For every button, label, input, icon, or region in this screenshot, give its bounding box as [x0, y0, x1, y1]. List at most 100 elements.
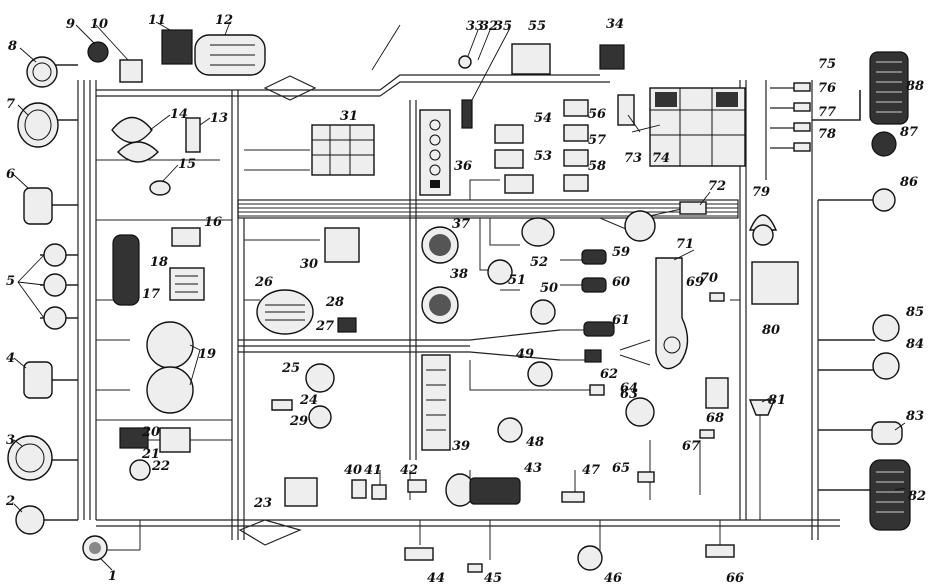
component-5 [43, 243, 67, 330]
component-56-58 [563, 99, 589, 192]
component-label-74: 74 [652, 151, 670, 166]
component-label-41: 41 [364, 463, 382, 478]
component-63 [589, 384, 605, 396]
component-label-56: 56 [588, 107, 606, 122]
component-75-78 [793, 82, 811, 152]
component-25 [305, 363, 335, 393]
component-label-49: 49 [516, 347, 534, 362]
component-66 [705, 544, 735, 558]
component-42 [407, 479, 427, 493]
component-83 [871, 421, 903, 445]
component-label-15: 15 [178, 157, 196, 172]
component-label-2: 2 [5, 494, 15, 509]
component-label-64: 64 [620, 381, 638, 396]
component-label-19: 19 [198, 347, 216, 362]
component-label-48: 48 [526, 435, 544, 450]
component-label-22: 22 [151, 459, 170, 474]
component-label-28: 28 [325, 295, 344, 310]
component-87 [871, 131, 897, 157]
component-61 [583, 321, 615, 337]
component-label-14: 14 [170, 107, 188, 122]
component-label-39: 39 [452, 439, 470, 454]
component-label-52: 52 [530, 255, 548, 270]
component-71 [624, 210, 656, 242]
component-11 [161, 29, 193, 65]
component-label-10: 10 [90, 17, 108, 32]
component-label-30: 30 [300, 257, 318, 272]
component-label-70: 70 [700, 271, 718, 286]
component-label-46: 46 [604, 571, 622, 584]
component-49 [527, 361, 553, 387]
component-label-44: 44 [427, 571, 445, 584]
component-label-86: 86 [900, 175, 918, 190]
component-label-38: 38 [450, 267, 468, 282]
component-label-62: 62 [600, 367, 618, 382]
component-12 [194, 34, 266, 76]
component-label-79: 79 [752, 185, 770, 200]
component-37 [421, 226, 459, 264]
component-label-73: 73 [624, 151, 642, 166]
component-label-17: 17 [142, 287, 160, 302]
component-23 [284, 477, 318, 507]
component-label-5: 5 [6, 274, 15, 289]
component-36 [419, 109, 451, 196]
component-label-85: 85 [906, 305, 924, 320]
component-label-65: 65 [612, 461, 630, 476]
component-15 [149, 180, 171, 196]
component-47 [561, 491, 585, 503]
component-label-58: 58 [588, 159, 606, 174]
component-17 [112, 234, 140, 306]
component-label-20: 20 [141, 425, 160, 440]
component-67 [699, 429, 715, 439]
component-label-67: 67 [682, 439, 700, 454]
component-label-7: 7 [6, 97, 15, 112]
component-3 [7, 435, 53, 481]
component-65 [637, 471, 655, 483]
component-21 [159, 427, 191, 453]
component-label-8: 8 [8, 39, 17, 54]
component-label-68: 68 [706, 411, 724, 426]
component-label-83: 83 [906, 409, 924, 424]
component-label-54: 54 [534, 111, 552, 126]
component-16 [171, 227, 201, 247]
component-88 [869, 51, 909, 125]
component-label-71: 71 [676, 237, 694, 252]
component-8 [26, 56, 58, 88]
component-20 [119, 427, 149, 449]
component-label-45: 45 [484, 571, 502, 584]
component-label-61: 61 [612, 313, 630, 328]
component-label-77: 77 [818, 105, 836, 120]
component-43 [445, 473, 521, 507]
component-label-27: 27 [315, 319, 334, 334]
component-label-76: 76 [818, 81, 836, 96]
component-9 [87, 41, 109, 63]
component-24 [308, 405, 332, 429]
component-label-13: 13 [210, 111, 228, 126]
component-label-88: 88 [906, 79, 924, 94]
component-label-35: 35 [494, 19, 512, 34]
component-4 [23, 361, 53, 399]
component-10 [119, 59, 143, 83]
component-7 [17, 102, 59, 148]
component-label-32: 32 [480, 19, 498, 34]
component-label-87: 87 [900, 125, 918, 140]
component-19 [146, 321, 194, 414]
component-69 [655, 257, 689, 370]
component-label-12: 12 [215, 13, 233, 28]
component-74 [649, 87, 746, 167]
component-27 [337, 317, 357, 333]
component-22 [129, 459, 151, 481]
component-label-34: 34 [606, 17, 624, 32]
component-label-80: 80 [762, 323, 780, 338]
component-label-42: 42 [400, 463, 418, 478]
component-label-29: 29 [289, 414, 308, 429]
component-13 [185, 117, 201, 153]
component-label-3: 3 [6, 433, 15, 448]
component-46 [577, 545, 603, 571]
component-label-81: 81 [768, 393, 786, 408]
component-26 [256, 289, 314, 335]
component-label-16: 16 [204, 215, 222, 230]
component-label-24: 24 [299, 393, 318, 408]
component-18 [169, 267, 205, 301]
